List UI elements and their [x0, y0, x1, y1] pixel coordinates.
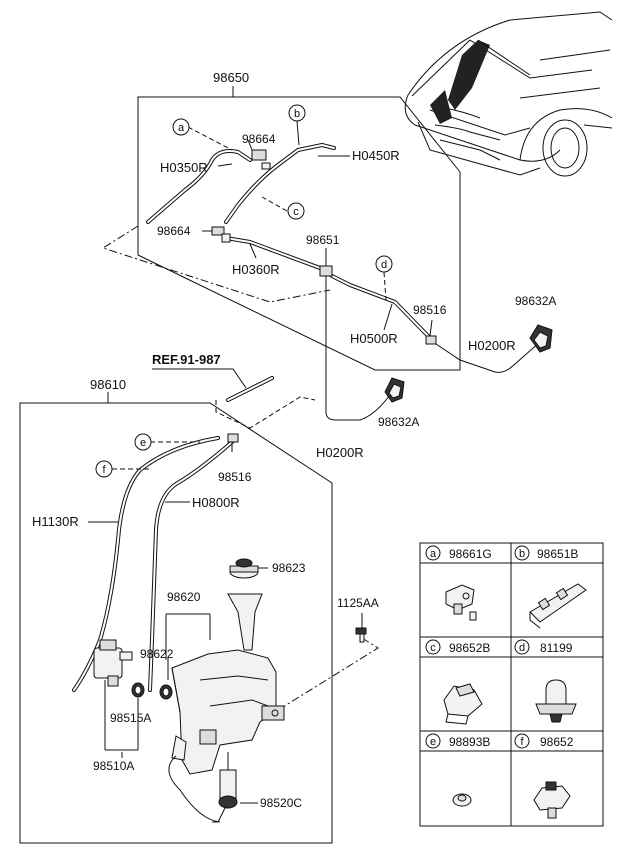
hose-H0200R-right [435, 341, 541, 373]
label-H0500R: H0500R [350, 331, 398, 346]
svg-text:d: d [519, 642, 525, 654]
label-98510A: 98510A [93, 759, 134, 773]
label-98620: 98620 [167, 590, 201, 604]
grommet-98515A [131, 682, 145, 698]
pump-98510A [93, 639, 133, 687]
svg-text:b: b [294, 108, 300, 120]
legend-part-98652B: 98652B [449, 641, 490, 655]
clip-98661G-icon [445, 584, 477, 621]
label-H0350R: H0350R [160, 160, 208, 175]
svg-text:c: c [430, 642, 436, 654]
label-98520C: 98520C [260, 796, 302, 810]
label-98664-lower: 98664 [157, 224, 191, 238]
label-ref-91-987: REF.91-987 [152, 352, 221, 367]
label-H0200R-right: H0200R [468, 338, 516, 353]
hose-H0200R-lower [325, 285, 391, 421]
svg-text:f: f [102, 464, 106, 476]
legend-part-98652: 98652 [540, 735, 574, 749]
callout-d: d [375, 255, 393, 273]
upper-leaders [187, 120, 433, 337]
legend-part-98661G: 98661G [449, 547, 492, 561]
svg-text:b: b [519, 548, 525, 560]
label-1125AA: 1125AA [337, 596, 379, 610]
clip-98652B-icon [443, 683, 483, 725]
nozzle-98632A-right [529, 324, 553, 353]
callout-c: c [287, 202, 305, 220]
hose-H0450R [224, 143, 336, 224]
clip-98651B-icon [529, 583, 587, 629]
svg-text:a: a [430, 548, 437, 560]
label-98650: 98650 [213, 70, 249, 85]
legend-part-98893B: 98893B [449, 735, 490, 749]
hose-H0500R [330, 274, 434, 342]
car-illustration [404, 11, 613, 177]
label-H0200R-lower: H0200R [316, 445, 364, 460]
connector-98664-upper [251, 149, 271, 170]
label-98516-upper: 98516 [413, 303, 447, 317]
cap-98623 [229, 558, 259, 579]
hose-H0800R [148, 440, 234, 692]
upper-assembly-box [137, 86, 461, 371]
hose-H0350R [146, 149, 252, 224]
svg-text:e: e [140, 437, 146, 449]
legend-cell-d: d 81199 [514, 639, 577, 723]
lower-assembly-box [19, 392, 333, 844]
check-valve-98516-upper [425, 335, 437, 345]
svg-text:d: d [381, 259, 387, 271]
svg-text:f: f [520, 736, 524, 748]
label-H0360R: H0360R [232, 262, 280, 277]
bolt-1125AA [355, 627, 367, 643]
grommet-98622 [159, 684, 173, 700]
cap-98893B-icon [452, 793, 472, 807]
legend-cell-c: c 98652B [425, 639, 490, 725]
connector-98664-lower [211, 226, 231, 243]
legend-part-81199: 81199 [540, 641, 573, 655]
level-sensor-98520C [212, 769, 238, 823]
label-98622: 98622 [140, 647, 174, 661]
label-98610: 98610 [90, 377, 126, 392]
ref-hose [152, 368, 316, 429]
label-98664-upper: 98664 [242, 132, 276, 146]
check-valve-98516-lower [227, 433, 239, 452]
label-98632A-right: 98632A [515, 294, 556, 308]
callout-e: e [134, 433, 152, 451]
legend-cell-a: a 98661G [425, 545, 492, 621]
legend-part-98651B: 98651B [537, 547, 578, 561]
nozzle-98632A-center [384, 377, 405, 403]
label-98632A-center: 98632A [378, 415, 419, 429]
label-H1130R: H1130R [32, 514, 79, 529]
callout-f: f [95, 460, 113, 478]
label-98623: 98623 [272, 561, 306, 575]
clip-98652-icon [533, 781, 571, 819]
lower-leaders [88, 441, 379, 804]
legend-cell-f: f 98652 [514, 733, 574, 819]
svg-text:c: c [293, 206, 299, 218]
label-98651: 98651 [306, 233, 340, 247]
callout-b: b [288, 104, 306, 122]
label-H0450R: H0450R [352, 148, 400, 163]
tee-98651 [319, 265, 333, 285]
label-98515A: 98515A [110, 711, 151, 725]
legend-cell-e: e 98893B [425, 733, 490, 807]
legend-cell-b: b 98651B [514, 545, 587, 629]
label-98516-lower: 98516 [218, 470, 252, 484]
reservoir-98620 [168, 593, 285, 823]
clip-81199-icon [535, 679, 577, 723]
callout-a: a [172, 118, 190, 136]
svg-text:a: a [178, 122, 185, 134]
label-H0800R: H0800R [192, 495, 240, 510]
svg-text:e: e [430, 736, 436, 748]
upper-routing-lines [101, 225, 331, 395]
